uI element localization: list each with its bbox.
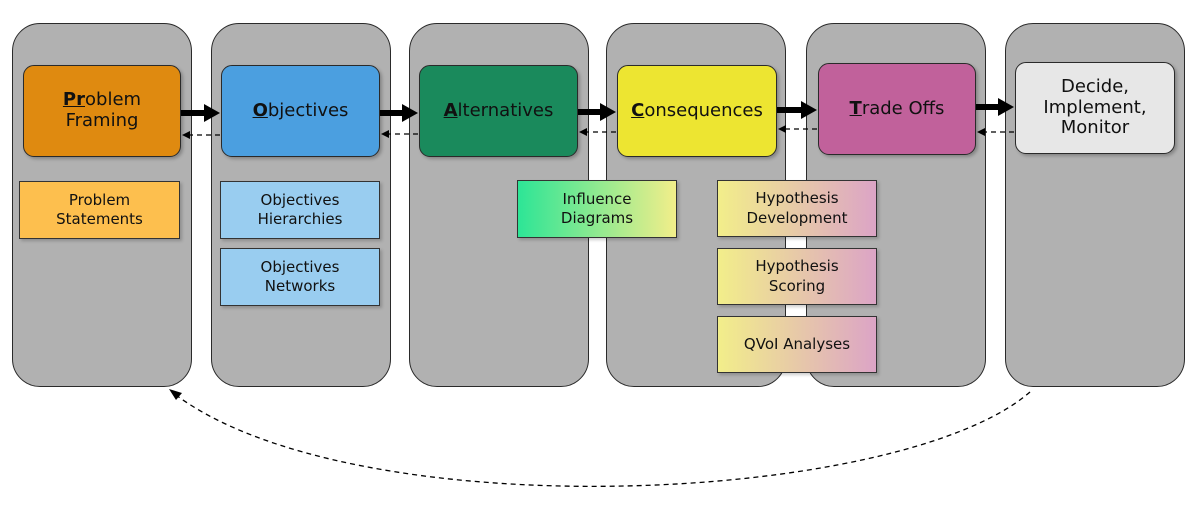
- tool-label: Hypothesis: [755, 189, 839, 207]
- tool-label-line2: Hierarchies: [257, 210, 343, 228]
- tool-label: Problem: [68, 190, 131, 209]
- stage-label: bjectives: [267, 99, 349, 121]
- stage-label: onsequences: [644, 99, 763, 121]
- stage-initial: T: [849, 97, 862, 119]
- stage-label-line3: Monitor: [1060, 117, 1130, 139]
- stage-initial: Pr: [62, 89, 85, 111]
- stage-alternatives: Alternatives: [419, 65, 578, 157]
- tool-label-line2: Scoring: [768, 276, 826, 295]
- tool-label: Objectives: [260, 257, 340, 276]
- tool-qvoi-analyses: QVoI Analyses: [717, 316, 877, 373]
- tool-label-line2: Development: [746, 208, 848, 227]
- tool-label-line2: Statements: [56, 210, 143, 228]
- tool-label-line2: Networks: [264, 277, 336, 295]
- return-loop-arrowhead: [169, 389, 182, 400]
- stage-trade-offs: Trade Offs: [818, 63, 976, 155]
- tool-label: Hypothesis: [755, 257, 839, 275]
- tool-label: Objectives: [260, 190, 340, 209]
- stage-initial: A: [443, 99, 458, 121]
- tool-label: Influence: [562, 189, 632, 208]
- tool-label: QVoI Analyses: [743, 334, 851, 353]
- stage-problem-framing: Problem Framing: [23, 65, 181, 157]
- stage-label-line2: Framing: [65, 110, 139, 131]
- stage-label: Decide,: [1060, 75, 1130, 97]
- stage-label: oblem: [85, 89, 142, 111]
- stage-initial: O: [252, 99, 268, 121]
- stage-initial: C: [631, 99, 645, 121]
- stage-label-line2: Implement,: [1043, 96, 1147, 118]
- stage-decide: Decide, Implement, Monitor: [1015, 62, 1175, 154]
- stage-label: lternatives: [457, 99, 554, 121]
- stage-objectives: Objectives: [221, 65, 380, 157]
- tool-label-line2: Diagrams: [560, 209, 634, 227]
- stage-consequences: Consequences: [617, 65, 777, 157]
- return-loop-arrow: [171, 391, 1031, 487]
- stage-label: rade Offs: [861, 97, 945, 119]
